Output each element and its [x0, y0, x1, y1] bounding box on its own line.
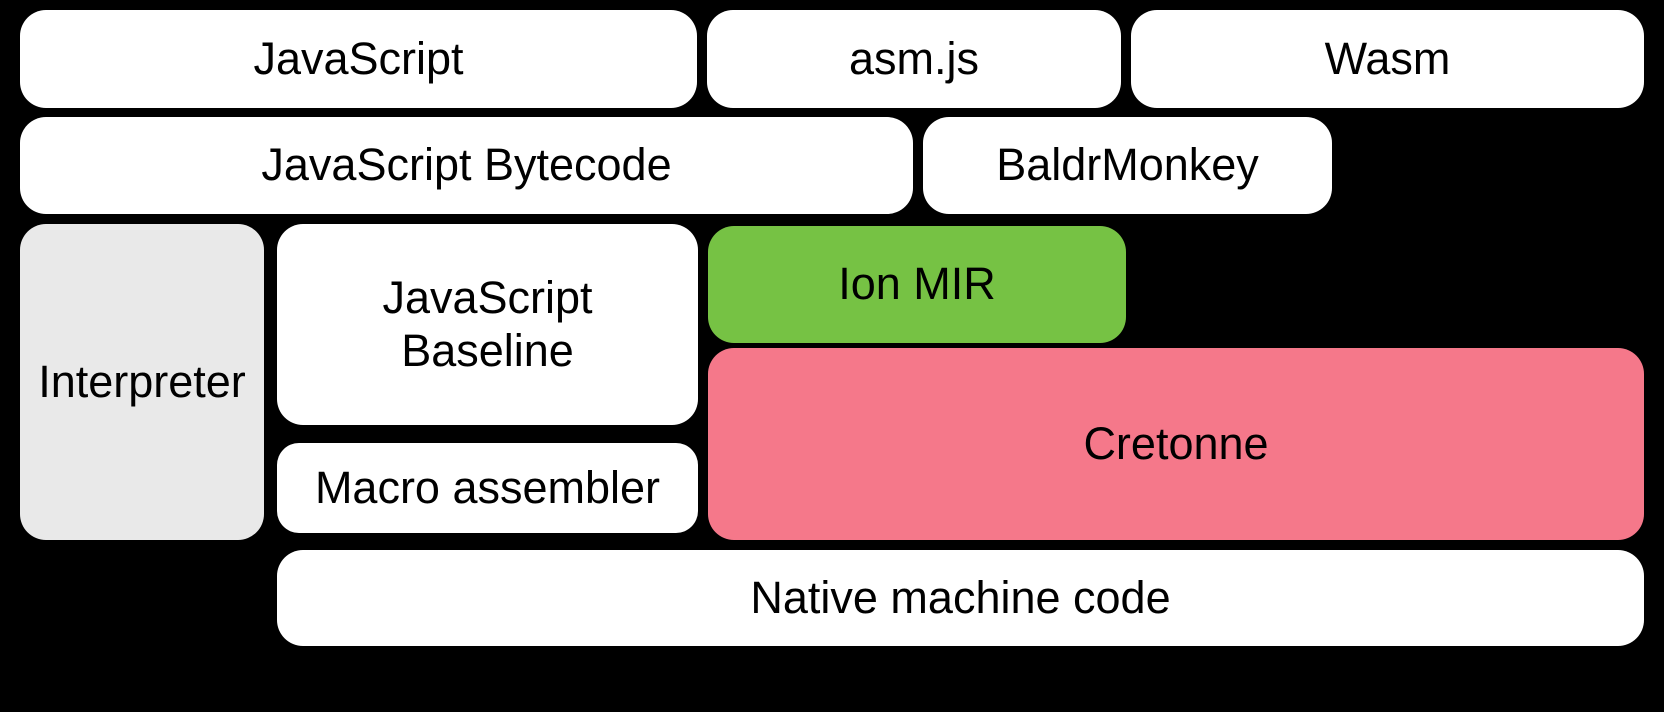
box-ion-mir: Ion MIR: [708, 226, 1126, 343]
box-native-machine-code: Native machine code: [277, 550, 1644, 646]
box-asm-js: asm.js: [707, 10, 1121, 108]
box-javascript-bytecode: JavaScript Bytecode: [20, 117, 913, 214]
box-javascript-baseline: JavaScript Baseline: [277, 224, 698, 425]
box-baldrmonkey: BaldrMonkey: [923, 117, 1332, 214]
box-interpreter: Interpreter: [20, 224, 264, 540]
box-macro-assembler: Macro assembler: [277, 443, 698, 533]
box-wasm: Wasm: [1131, 10, 1644, 108]
box-javascript: JavaScript: [20, 10, 697, 108]
box-cretonne: Cretonne: [708, 348, 1644, 540]
